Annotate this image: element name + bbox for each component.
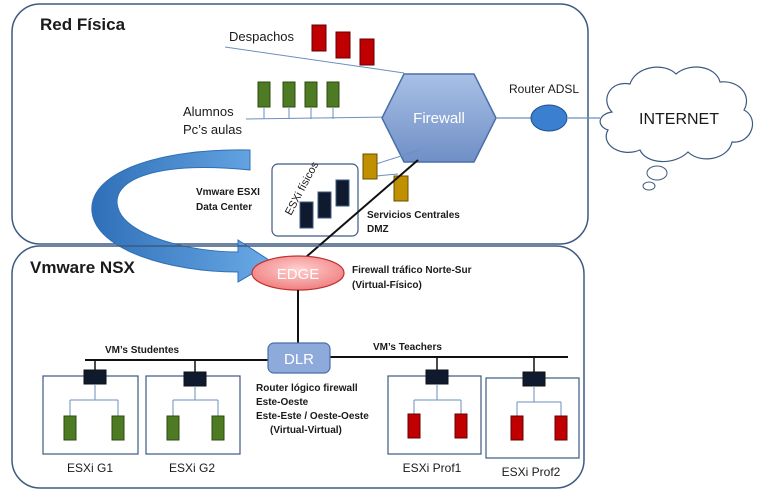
cloud-puff <box>646 165 668 181</box>
student-pc <box>282 81 296 108</box>
internet-cloud <box>599 66 754 163</box>
dmz-label: DMZ <box>367 224 389 235</box>
student-pc <box>326 81 340 108</box>
physical-server <box>299 201 314 229</box>
internet-label: INTERNET <box>639 111 719 128</box>
esxi-host-prof1 <box>387 369 482 455</box>
esxi-host-label: ESXi G1 <box>67 461 113 475</box>
firewall-dmz-link <box>375 149 421 165</box>
curved-arrow-icon <box>91 149 273 283</box>
edge-label: EDGE <box>277 266 320 283</box>
despachos-label: Despachos <box>229 29 295 44</box>
vms-students-label: VM’s Studentes <box>105 345 180 356</box>
esxi-host-label: ESXi Prof2 <box>502 465 561 479</box>
desk-computer <box>335 31 351 59</box>
esxi-host-label: ESXi G2 <box>169 461 215 475</box>
firewall-dmz-link <box>375 173 399 177</box>
nsx-region <box>11 245 585 489</box>
alumnos-sublabel: Pc’s aulas <box>183 122 243 137</box>
dlr-desc-line4: (Virtual-Virtual) <box>270 425 342 436</box>
despachos-link <box>224 46 405 74</box>
dlr-desc-line3: Este-Este / Oeste-Oeste <box>256 411 369 422</box>
red-fisica-title: Red Física <box>40 15 126 34</box>
dlr-label: DLR <box>284 351 314 368</box>
dlr-node <box>267 342 331 374</box>
dlr-desc-line1: Router lógico firewall <box>256 383 358 394</box>
alumnos-label: Alumnos <box>183 104 234 119</box>
server-box <box>362 153 378 180</box>
red-fisica-region <box>11 3 589 245</box>
esxi-host-g1 <box>42 369 139 455</box>
vms-teachers-label: VM’s Teachers <box>373 342 442 353</box>
servicios-label: Servicios Centrales <box>367 210 460 221</box>
esxi-host-g2 <box>145 371 241 455</box>
vmware-esxi-label: Vmware ESXI <box>196 187 260 198</box>
desk-computer <box>311 24 327 52</box>
router-adsl-node <box>530 104 568 132</box>
esxi-host-prof2 <box>485 371 580 459</box>
data-center-label: Data Center <box>196 202 252 213</box>
desk-computer <box>359 38 375 66</box>
physical-server <box>317 191 332 219</box>
edge-desc-line1: Firewall tráfico Norte-Sur <box>352 265 472 276</box>
physical-server <box>335 179 350 207</box>
edge-desc-line2: (Virtual-Físico) <box>352 280 422 291</box>
esxi-host-label: ESXi Prof1 <box>403 461 462 475</box>
nsx-title: Vmware NSX <box>30 258 136 277</box>
router-adsl-label: Router ADSL <box>509 82 579 96</box>
student-pc <box>257 81 271 108</box>
student-pc <box>304 81 318 108</box>
dlr-desc-line2: Este-Oeste <box>256 397 309 408</box>
cloud-puff <box>642 181 656 191</box>
alumnos-link <box>245 116 393 120</box>
firewall-label: Firewall <box>413 110 465 127</box>
